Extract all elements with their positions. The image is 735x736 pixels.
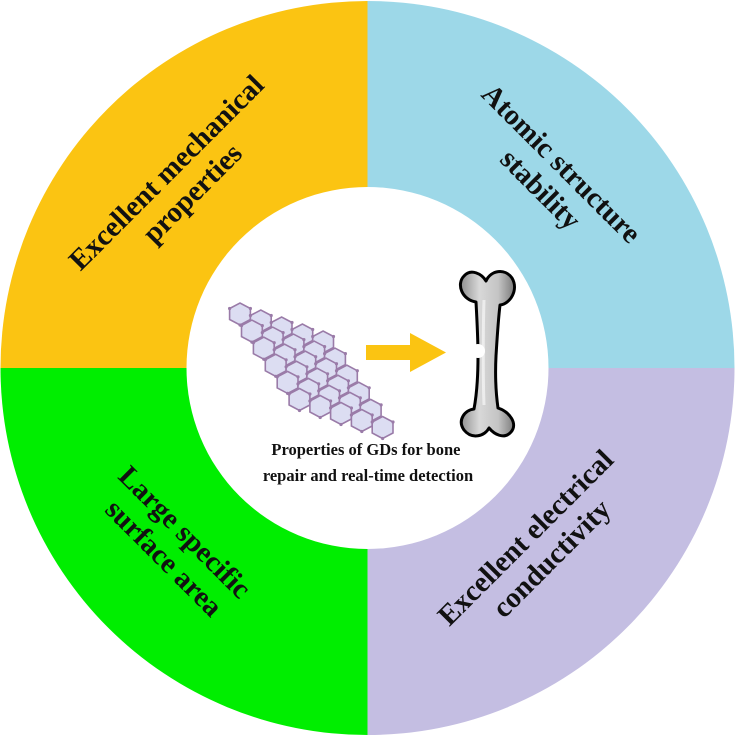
lattice-atom xyxy=(296,382,300,386)
lattice-atom xyxy=(296,375,300,379)
lattice-atom xyxy=(308,392,312,396)
lattice-atom xyxy=(251,341,255,345)
right-arrow-icon xyxy=(366,333,446,372)
lattice-atom xyxy=(260,331,264,335)
lattice-atom xyxy=(269,320,273,325)
lattice-atom xyxy=(302,338,306,342)
lattice-cell xyxy=(309,394,332,419)
lattice-atom xyxy=(275,375,279,379)
lattice-atom xyxy=(337,396,342,400)
lattice-atom xyxy=(329,406,333,410)
lattice-atom xyxy=(239,324,244,328)
lattice-atom xyxy=(317,389,321,393)
lattice-atom xyxy=(323,352,327,356)
lattice-atom xyxy=(311,334,315,339)
lattice-atom xyxy=(346,386,350,390)
lattice-atom xyxy=(358,396,362,400)
lattice-atom xyxy=(308,399,312,403)
lattice-atom xyxy=(228,306,232,311)
lattice-atom xyxy=(343,352,347,356)
lattice-atom xyxy=(326,379,330,383)
lattice-atom xyxy=(355,369,359,373)
lattice-atom xyxy=(326,372,330,376)
lattice-atom xyxy=(391,420,395,424)
lattice-atom xyxy=(367,386,371,390)
lattice-atom xyxy=(284,365,288,369)
lattice-cell xyxy=(288,387,311,412)
lattice-atom xyxy=(281,338,285,342)
lattice-atom xyxy=(305,372,309,376)
lattice-atom xyxy=(370,413,374,417)
lattice-atom xyxy=(263,358,267,362)
lattice-atom xyxy=(314,362,318,366)
lattice-atom xyxy=(272,348,276,352)
lattice-atom xyxy=(358,403,362,407)
lattice-atom xyxy=(349,406,353,410)
lattice-atom xyxy=(281,331,285,335)
lattice-atom xyxy=(337,389,342,393)
lattice-atom xyxy=(331,334,336,339)
lattice-atom xyxy=(302,345,306,349)
lattice-atom xyxy=(349,413,353,417)
lattice-atom xyxy=(360,429,364,434)
lattice-atom xyxy=(339,422,343,427)
lattice-cell xyxy=(350,408,373,433)
lattice-atom xyxy=(379,403,383,407)
lattice-atom xyxy=(269,313,273,318)
center-disc xyxy=(186,187,549,549)
lattice-atom xyxy=(346,379,350,383)
center-caption: Properties of GDs for bone repair and re… xyxy=(263,440,473,485)
lattice-atom xyxy=(317,382,321,386)
lattice-cell xyxy=(371,415,394,440)
lattice-atom xyxy=(290,320,294,325)
lattice-atom xyxy=(334,362,339,366)
lattice-atom xyxy=(305,365,309,369)
lattice-atom xyxy=(311,327,315,332)
lattice-atom xyxy=(287,392,291,396)
lattice-atom xyxy=(329,399,333,403)
lattice-atom xyxy=(248,306,252,311)
lattice-atom xyxy=(334,369,339,373)
lattice-atom xyxy=(370,420,374,424)
graphdiyne-lattice-icon xyxy=(228,302,395,441)
lattice-cell xyxy=(329,401,353,426)
lattice-atom xyxy=(293,348,297,352)
lattice-atom xyxy=(318,415,322,420)
lattice-atom xyxy=(248,313,252,318)
lattice-atom xyxy=(293,355,297,359)
lattice-atom xyxy=(290,327,294,332)
lattice-atom xyxy=(284,358,288,362)
lattice-atom xyxy=(272,341,276,345)
bone-icon xyxy=(459,270,516,438)
lattice-atom xyxy=(323,345,327,349)
lattice-atom xyxy=(314,355,318,359)
lattice-atom xyxy=(260,324,264,328)
lattice-atom xyxy=(381,436,385,441)
lattice-atom xyxy=(297,408,302,413)
